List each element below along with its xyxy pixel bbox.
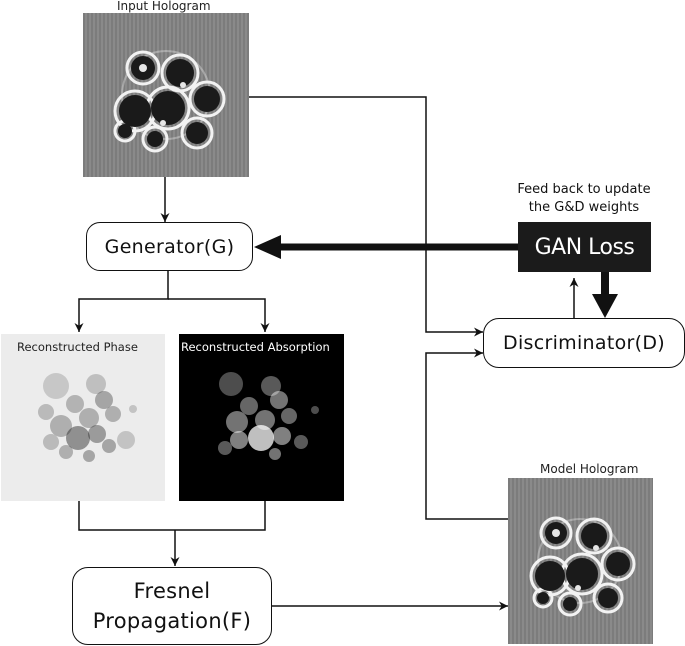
arrow-generator-to-phase — [74, 271, 169, 332]
arrow-ganloss-to-discriminator-shaft — [601, 272, 609, 296]
arrow-ganloss-to-generator-shaft — [274, 243, 518, 251]
discriminator-label: Discriminator(D) — [503, 332, 665, 354]
feedback-note-line2: the G&D weights — [528, 200, 640, 215]
generator-label: Generator(G) — [104, 235, 235, 258]
gan-loss-label: GAN Loss — [534, 234, 635, 260]
reconstructed-phase-image — [1, 334, 165, 501]
arrow-merge-to-fresnel — [78, 501, 266, 566]
model-hologram-label: Model Hologram — [540, 462, 639, 476]
reconstructed-absorption-image — [179, 334, 344, 501]
input-hologram-image — [83, 13, 249, 177]
fresnel-propagation-box: Fresnel Propagation(F) — [72, 567, 272, 645]
model-hologram-image — [508, 478, 653, 644]
arrow-generator-to-absorption — [168, 298, 270, 332]
input-hologram-label: Input Hologram — [117, 0, 211, 13]
fresnel-label-line2: Propagation(F) — [92, 609, 252, 633]
reconstructed-absorption-label: Reconstructed Absorption — [181, 340, 330, 354]
discriminator-box: Discriminator(D) — [483, 318, 685, 368]
arrow-model-to-discriminator — [425, 348, 508, 520]
generator-box: Generator(G) — [86, 222, 253, 271]
arrow-input-to-discriminator — [249, 96, 483, 337]
arrow-ganloss-to-generator-head — [254, 235, 281, 259]
feedback-note: Feed back to update the G&D weights — [490, 181, 678, 217]
reconstructed-phase-label: Reconstructed Phase — [17, 340, 138, 354]
feedback-note-line1: Feed back to update — [517, 182, 651, 197]
gan-loss-box: GAN Loss — [518, 222, 651, 272]
arrow-ganloss-to-discriminator-head — [592, 294, 618, 318]
fresnel-label-line1: Fresnel — [133, 579, 211, 603]
